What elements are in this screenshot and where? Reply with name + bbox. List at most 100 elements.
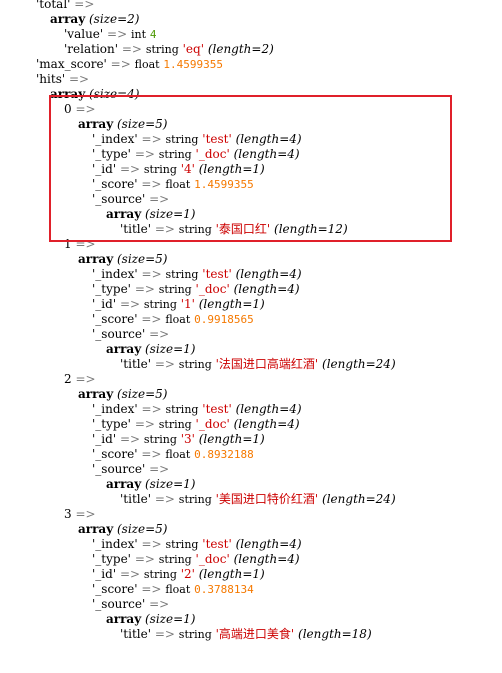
type-string: string: [143, 298, 177, 311]
index-len: (length=4): [235, 132, 302, 146]
arrow: =>: [75, 372, 96, 386]
hit-array-size: (size=5): [117, 252, 168, 266]
arrow: =>: [154, 627, 175, 641]
hit-index-field-line: '_index' => string 'test' (length=4): [92, 537, 302, 552]
type-string: string: [143, 433, 177, 446]
score-key: '_score': [92, 447, 138, 461]
array-keyword: array: [50, 12, 86, 26]
arrow: =>: [154, 357, 175, 371]
hit-score-field-line: '_score' => float 0.8932188: [92, 447, 254, 462]
arrow: =>: [110, 57, 131, 71]
hit-index-field-line: '_index' => string 'test' (length=4): [92, 132, 302, 147]
array-keyword: array: [78, 252, 114, 266]
source-key: '_source': [92, 462, 146, 476]
type-len: (length=4): [233, 282, 300, 296]
type-key: '_type': [92, 147, 131, 161]
hit-title-field-line: 'title' => string '高端进口美食' (length=18): [120, 627, 372, 642]
score-key: '_score': [92, 177, 138, 191]
index-len: (length=4): [235, 537, 302, 551]
type-string: string: [143, 163, 177, 176]
hit-array-size: (size=5): [117, 387, 168, 401]
arrow: =>: [134, 282, 155, 296]
title-len: (length=24): [322, 492, 396, 506]
title-len: (length=18): [298, 627, 372, 641]
type-string: string: [178, 358, 212, 371]
arrow: =>: [107, 27, 128, 41]
title-val: '高端进口美食': [215, 627, 295, 641]
hit-id-field-line: '_id' => string '3' (length=1): [92, 432, 265, 447]
score-key: '_score': [92, 312, 138, 326]
hit-block-0: 0 => array (size=5) '_index' => string '…: [0, 102, 502, 237]
value-key: 'value': [64, 27, 104, 41]
array-keyword: array: [106, 207, 142, 221]
arrow: =>: [141, 402, 162, 416]
index-val: 'test': [202, 267, 232, 281]
type-val: '_doc': [195, 147, 230, 161]
hit-array-line: array (size=5): [78, 117, 167, 132]
type-key: '_type': [92, 552, 131, 566]
hit-index-line: 1 =>: [64, 237, 96, 252]
id-len: (length=1): [198, 432, 265, 446]
relation-line: 'relation' => string 'eq' (length=2): [64, 42, 274, 57]
source-key: '_source': [92, 192, 146, 206]
hit-index: 1: [64, 237, 72, 251]
relation-len: (length=2): [207, 42, 274, 56]
arrow: =>: [141, 447, 162, 461]
arrow: =>: [134, 552, 155, 566]
index-key: '_index': [92, 537, 138, 551]
hit-title-field-line: 'title' => string '泰国口红' (length=12): [120, 222, 348, 237]
title-key: 'title': [120, 357, 152, 371]
type-val: '_doc': [195, 282, 230, 296]
hits-array-line: array (size=4): [50, 87, 139, 102]
score-val: 0.9918565: [194, 313, 254, 326]
type-float: float: [165, 313, 191, 326]
type-key: '_type': [92, 417, 131, 431]
hit-index-line: 0 =>: [64, 102, 96, 117]
hit-index: 3: [64, 507, 72, 521]
hit-index-field-line: '_index' => string 'test' (length=4): [92, 267, 302, 282]
id-val: '1': [180, 297, 195, 311]
source-size: (size=1): [145, 207, 196, 221]
index-key: '_index': [92, 267, 138, 281]
type-string: string: [158, 418, 192, 431]
hit-source-array-line: array (size=1): [106, 342, 195, 357]
id-key: '_id': [92, 567, 117, 581]
source-size: (size=1): [145, 477, 196, 491]
arrow: =>: [141, 177, 162, 191]
arrow: =>: [68, 72, 90, 86]
type-string: string: [158, 553, 192, 566]
title-val: '美国进口特价红酒': [215, 492, 319, 506]
score-val: 0.3788134: [194, 583, 254, 596]
title-len: (length=12): [274, 222, 348, 236]
arrow: =>: [149, 462, 170, 476]
hit-array-size: (size=5): [117, 522, 168, 536]
index-val: 'test': [202, 537, 232, 551]
index-val: 'test': [202, 402, 232, 416]
max-score-key: 'max_score': [36, 57, 107, 71]
arrow: =>: [154, 492, 175, 506]
type-string: string: [158, 148, 192, 161]
hits-size: (size=4): [89, 87, 140, 101]
index-len: (length=4): [235, 267, 302, 281]
value-val: 4: [149, 28, 157, 41]
arrow: =>: [141, 312, 162, 326]
hit-index-line: 3 =>: [64, 507, 96, 522]
array-keyword: array: [106, 612, 142, 626]
type-float: float: [134, 58, 160, 71]
hit-score-field-line: '_score' => float 0.9918565: [92, 312, 254, 327]
arrow: =>: [149, 327, 170, 341]
arrow: =>: [154, 222, 175, 236]
arrow: =>: [141, 582, 162, 596]
hit-array-line: array (size=5): [78, 252, 167, 267]
arrow: =>: [134, 417, 155, 431]
hit-array-line: array (size=5): [78, 387, 167, 402]
index-len: (length=4): [235, 402, 302, 416]
source-size: (size=1): [145, 612, 196, 626]
type-string: string: [165, 268, 199, 281]
total-key: 'total': [36, 0, 71, 11]
array-keyword: array: [78, 387, 114, 401]
hit-array-line: array (size=5): [78, 522, 167, 537]
title-val: '泰国口红': [215, 222, 271, 236]
hit-block-2: 2 => array (size=5) '_index' => string '…: [0, 372, 502, 507]
type-float: float: [165, 583, 191, 596]
